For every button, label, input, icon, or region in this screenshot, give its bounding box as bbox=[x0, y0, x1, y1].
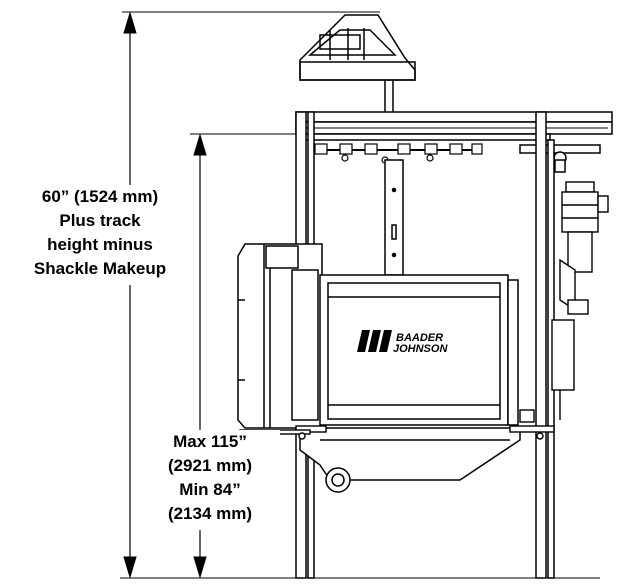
center-post bbox=[384, 159, 404, 276]
shackle-chain bbox=[312, 143, 483, 164]
logo-text-line1: BAADER bbox=[396, 332, 443, 344]
baader-johnson-logo: BAADER JOHNSON bbox=[357, 330, 448, 355]
top-bracket bbox=[299, 14, 416, 120]
track-height-line: Plus track bbox=[59, 211, 141, 230]
main-tank bbox=[299, 274, 521, 493]
track-height-line: Shackle Makeup bbox=[33, 259, 167, 278]
track-height-dimension-label: 60” (1524 mm) Plus track height minus Sh… bbox=[2, 185, 198, 281]
overall-height-line: Max 115” bbox=[173, 432, 247, 451]
side-valve-assembly bbox=[519, 181, 609, 423]
overall-height-line: (2921 mm) bbox=[167, 456, 253, 475]
overhead-track bbox=[295, 111, 613, 173]
overall-height-line: Min 84” bbox=[179, 480, 241, 499]
track-height-line: 60” (1524 mm) bbox=[41, 187, 159, 206]
motor-housing bbox=[237, 243, 323, 429]
overall-height-line: (2134 mm) bbox=[167, 504, 253, 523]
track-height-line: height minus bbox=[47, 235, 153, 254]
dimension-lines bbox=[120, 11, 600, 579]
logo-text-line2: JOHNSON bbox=[393, 343, 448, 355]
overall-height-dimension-label: Max 115” (2921 mm) Min 84” (2134 mm) bbox=[140, 430, 280, 526]
